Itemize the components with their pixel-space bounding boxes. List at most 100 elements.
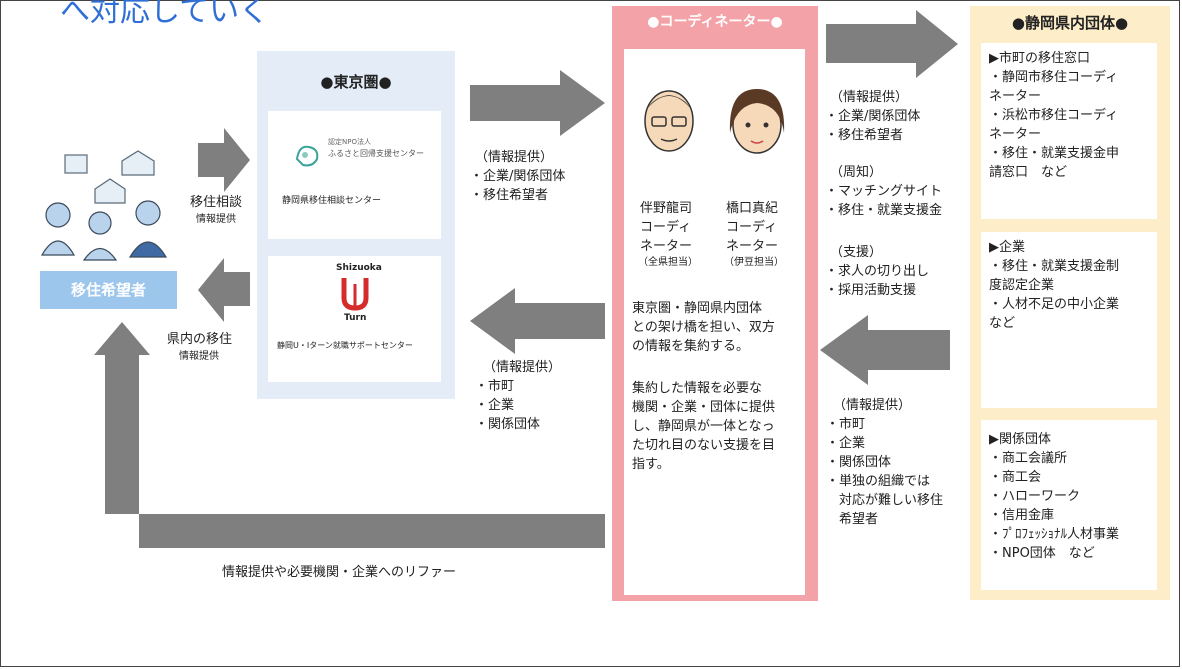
coordinator-panel: ●コーディネーター● 伴野龍司 コーディ ネーター （全県担当） 橋口真紀 コー… (612, 6, 818, 601)
desc-line: の情報を集約する。 (632, 339, 750, 354)
info-item: ・企業/関係団体 (470, 169, 566, 184)
person-body-icon (40, 240, 76, 256)
shizuoka-orgs-title: ●静岡県内団体● (1011, 14, 1129, 32)
coordinator1-role: コーディ (640, 220, 692, 235)
info-title: （情報提供） (833, 398, 912, 413)
info-item: ・移住希望者 (470, 188, 549, 203)
coordinator2-role-2: ネーター (726, 239, 779, 254)
referral-label: 情報提供や必要機関・企業へのリファー (222, 565, 457, 580)
coordinator2-area: （伊豆担当） (724, 257, 784, 268)
info-title: （情報提供） (830, 90, 909, 105)
info-item: ・企業 (475, 398, 515, 413)
arrow-shizuoka-to-coord (820, 315, 950, 385)
notice-item: ・マッチングサイト (825, 184, 943, 199)
person-body-icon (128, 241, 168, 258)
info-item: ・単独の組織では (826, 474, 931, 489)
building-icon (64, 154, 88, 174)
coordinator2-name: 橋口真紀 (726, 201, 779, 216)
turn-logo-text: Turn (344, 313, 367, 323)
furusato-center-card: 認定NPO法人 ふるさと回帰支援センター 静岡県移住相談センター (268, 111, 441, 239)
info-title: （情報提供） (475, 150, 554, 165)
ui-turn-center-name: 静岡U・Iターン就職サポートセンター (277, 341, 413, 350)
arrow-tokyo-to-migrant (198, 258, 250, 322)
box-line: ・NPO団体 など (989, 546, 1095, 561)
support-item: ・採用活動支援 (825, 283, 917, 298)
box-line: ・移住・就業支援金制 (989, 259, 1120, 274)
arrow-return-bottom (94, 322, 605, 548)
box-line: 請窓口 など (989, 165, 1068, 180)
box-line: ・ハローワーク (989, 489, 1081, 504)
info-item: ・移住希望者 (825, 128, 904, 143)
companies-box: ▶企業 ・移住・就業支援金制 度認定企業 ・人材不足の中小企業 など (981, 232, 1157, 408)
info-item: ・企業 (826, 436, 866, 451)
box-line: ▶関係団体 (989, 432, 1051, 447)
info-item: ・市町 (475, 379, 515, 394)
box-line: 度認定企業 (989, 278, 1055, 293)
info-item: ・企業/関係団体 (825, 109, 921, 124)
box-line: ・信用金庫 (989, 508, 1055, 523)
arrow-tokyo-to-coord (470, 70, 605, 136)
house-icon (121, 150, 155, 176)
related-orgs-box: ▶関係団体 ・商工会議所 ・商工会 ・ハローワーク ・信用金庫 ・ﾌﾟﾛﾌｪｯｼ… (981, 420, 1157, 590)
desc-line: 集約した情報を必要な (632, 381, 763, 396)
person-body-icon (82, 247, 118, 261)
person-head-icon (45, 202, 71, 228)
coordinator1-role-2: ネーター (640, 239, 693, 254)
box-line: ・商工会議所 (989, 451, 1068, 466)
arrow-coord-to-tokyo (470, 288, 605, 354)
desc-line: た切れ目のない支援を目 (632, 438, 776, 453)
box-line: ネーター (989, 89, 1042, 104)
coordinator-man-avatar (644, 90, 694, 152)
migration-consult-center-name: 静岡県移住相談センター (282, 196, 382, 206)
notice-item: ・移住・就業支援金 (825, 203, 943, 218)
coordinator2-role: コーディ (726, 220, 778, 235)
furusato-logo-line1: 認定NPO法人 (328, 138, 371, 146)
info-item: ・市町 (826, 417, 866, 432)
box-line: ▶企業 (989, 240, 1025, 255)
tokyo-area-title: ●東京圏● (320, 73, 392, 91)
coordinator1-area: （全県担当） (638, 257, 698, 268)
coordinator-woman-avatar (729, 89, 785, 154)
box-line: ネーター (989, 127, 1042, 142)
box-line: など (989, 316, 1016, 331)
person-head-icon (88, 211, 112, 235)
box-line: ・静岡市移住コーディ (989, 70, 1119, 85)
consult-label: 移住相談 (190, 195, 243, 210)
box-line: ・移住・就業支援金申 (989, 146, 1120, 161)
coordinator-title: ●コーディネーター● (647, 14, 783, 30)
ui-turn-center-card: Shizuoka Turn 静岡U・Iターン就職サポートセンター (268, 256, 441, 382)
support-title: （支援） (830, 245, 883, 260)
migrant-label: 移住希望者 (40, 271, 177, 309)
tokyo-area-panel: ●東京圏● 認定NPO法人 ふるさと回帰支援センター 静岡県移住相談センター S… (257, 51, 455, 399)
box-line: ・浜松市移住コーディ (989, 108, 1119, 123)
info-title: （情報提供） (483, 360, 562, 375)
furusato-logo-icon (295, 145, 319, 167)
page-title: へ対応していく (60, 0, 270, 29)
arrow-migrant-to-tokyo (198, 128, 250, 192)
info-item: 対応が難しい移住 (826, 493, 944, 508)
box-line: ・ﾌﾟﾛﾌｪｯｼｮﾅﾙ人材事業 (989, 527, 1120, 542)
desc-line: 指す。 (632, 457, 670, 472)
shizuoka-logo-text: Shizuoka (336, 263, 382, 273)
box-line: ・人材不足の中小企業 (989, 297, 1120, 312)
box-line: ▶市町の移住窓口 (989, 51, 1090, 66)
box-line: ・商工会 (989, 470, 1042, 485)
shizuoka-orgs-panel: ●静岡県内団体● ▶市町の移住窓口 ・静岡市移住コーディ ネーター ・浜松市移住… (970, 6, 1170, 600)
info-item: ・関係団体 (826, 455, 892, 470)
municipal-window-box: ▶市町の移住窓口 ・静岡市移住コーディ ネーター ・浜松市移住コーディ ネーター… (981, 43, 1157, 219)
coordinator-inner: 伴野龍司 コーディ ネーター （全県担当） 橋口真紀 コーディ ネーター （伊豆… (624, 49, 805, 595)
furusato-logo-line2: ふるさと回帰支援センター (328, 149, 424, 158)
support-item: ・求人の切り出し (825, 264, 930, 279)
info-item: ・関係団体 (475, 417, 541, 432)
prefecture-migration-sublabel: 情報提供 (179, 351, 219, 362)
arrow-coord-to-shizuoka (826, 10, 958, 78)
migrant-illustration (40, 150, 168, 261)
desc-line: 機関・企業・団体に提供 (632, 400, 776, 415)
desc-line: し、静岡県が一体となっ (632, 419, 775, 434)
notice-title: （周知） (830, 165, 883, 180)
desc-line: との架け橋を担い、双方 (632, 320, 775, 335)
prefecture-migration-label: 県内の移住 (167, 332, 233, 347)
house-icon-2 (94, 178, 126, 204)
